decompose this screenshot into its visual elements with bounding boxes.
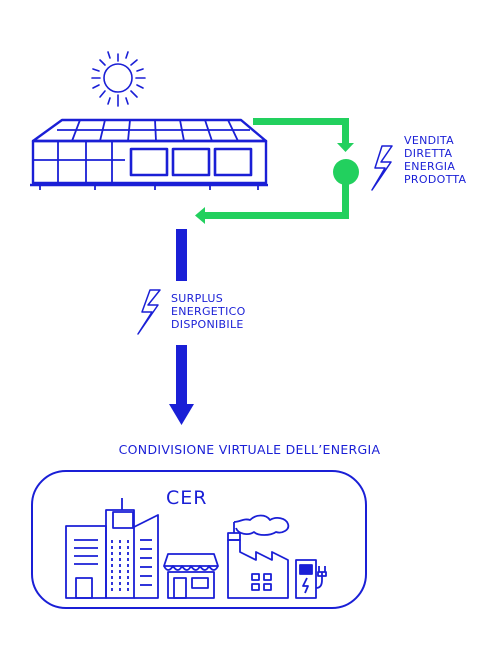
sale-line-2: DIRETTA bbox=[404, 147, 453, 160]
city-buildings-icon bbox=[65, 498, 159, 599]
factory-icon bbox=[227, 514, 290, 599]
surplus-line-2: ENERGETICO bbox=[171, 305, 246, 318]
direct-sale-flow bbox=[195, 118, 359, 224]
sale-line-4: PRODOTTA bbox=[404, 173, 467, 186]
community-title: CONDIVISIONE VIRTUALE DELL’ENERGIA bbox=[118, 442, 381, 457]
sale-line-3: ENERGIA bbox=[404, 160, 456, 173]
surplus-label: SURPLUS ENERGETICO DISPONIBILE bbox=[171, 292, 246, 331]
sale-line-1: VENDITA bbox=[404, 134, 454, 147]
shop-icon bbox=[163, 553, 219, 599]
cer-container bbox=[31, 470, 367, 609]
meter-node-icon bbox=[333, 159, 359, 185]
ev-charger-icon bbox=[295, 559, 327, 599]
lightning-icon-surplus bbox=[137, 289, 161, 335]
greenhouse-icon bbox=[30, 118, 268, 190]
sun-icon bbox=[91, 51, 146, 107]
surplus-line-1: SURPLUS bbox=[171, 292, 224, 305]
lightning-icon bbox=[371, 145, 393, 191]
cer-label: CER bbox=[166, 487, 208, 509]
direct-sale-label: VENDITA DIRETTA ENERGIA PRODOTTA bbox=[404, 134, 466, 186]
surplus-line-3: DISPONIBILE bbox=[171, 318, 244, 331]
surplus-arrow bbox=[169, 229, 194, 425]
